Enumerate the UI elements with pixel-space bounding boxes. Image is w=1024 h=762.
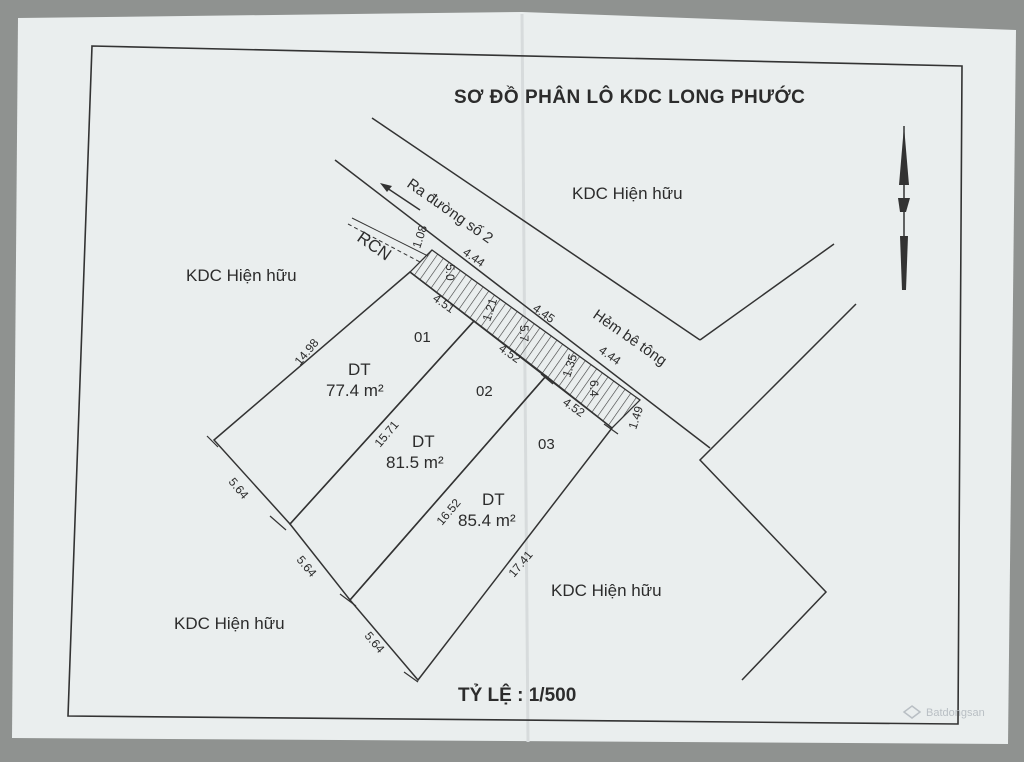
lot-03-number: 03	[538, 436, 555, 453]
dim-5-0: 5.0	[443, 264, 457, 281]
area-label-top-right: KDC Hiện hữu	[572, 184, 683, 203]
direction-arrow-icon	[380, 183, 421, 211]
dim-1-49: 1.49	[626, 404, 647, 431]
lot-03-dt-label: DT	[482, 490, 505, 509]
lot-02-dt-label: DT	[412, 432, 435, 451]
dim-1-08: 1.08	[410, 223, 431, 250]
area-label-bottom-left: KDC Hiện hữu	[174, 614, 285, 633]
area-label-left: KDC Hiện hữu	[186, 266, 297, 285]
plan-title: SƠ ĐỒ PHÂN LÔ KDC LONG PHƯỚC	[454, 86, 805, 108]
north-arrow-icon	[898, 126, 910, 290]
corner-ticks	[206, 373, 619, 683]
dim-1-21: 1.21	[480, 296, 501, 323]
lot-01-area: 77.4 m²	[326, 381, 384, 400]
paper-fold	[520, 13, 530, 743]
dim-1-35: 1.35	[560, 352, 581, 379]
right-parcel-boundary	[698, 303, 857, 681]
lot-02-number: 02	[476, 383, 493, 400]
lot-01-dt-label: DT	[348, 360, 371, 379]
lot-03	[349, 374, 614, 682]
area-label-bottom-right: KDC Hiện hữu	[551, 581, 662, 600]
scale-label: TỶ LỆ : 1/500	[458, 684, 576, 706]
dim-5-7: 5.7	[517, 325, 531, 342]
drawing-frame	[67, 45, 963, 725]
lot-01-number: 01	[414, 329, 431, 346]
rcn-line-2	[351, 217, 429, 257]
paper-sheet	[12, 12, 1016, 744]
watermark-logo-icon	[902, 705, 922, 719]
watermark-text: Batdongsan	[926, 707, 985, 719]
watermark: Batdongsan	[902, 705, 985, 719]
lot-03-area: 85.4 m²	[458, 511, 516, 530]
dim-6-4: 6.4	[587, 380, 601, 397]
road-edge-inner	[334, 159, 711, 449]
road-cut	[699, 243, 835, 341]
lot-02-area: 81.5 m²	[386, 453, 444, 472]
road-edge-upper	[371, 117, 701, 341]
